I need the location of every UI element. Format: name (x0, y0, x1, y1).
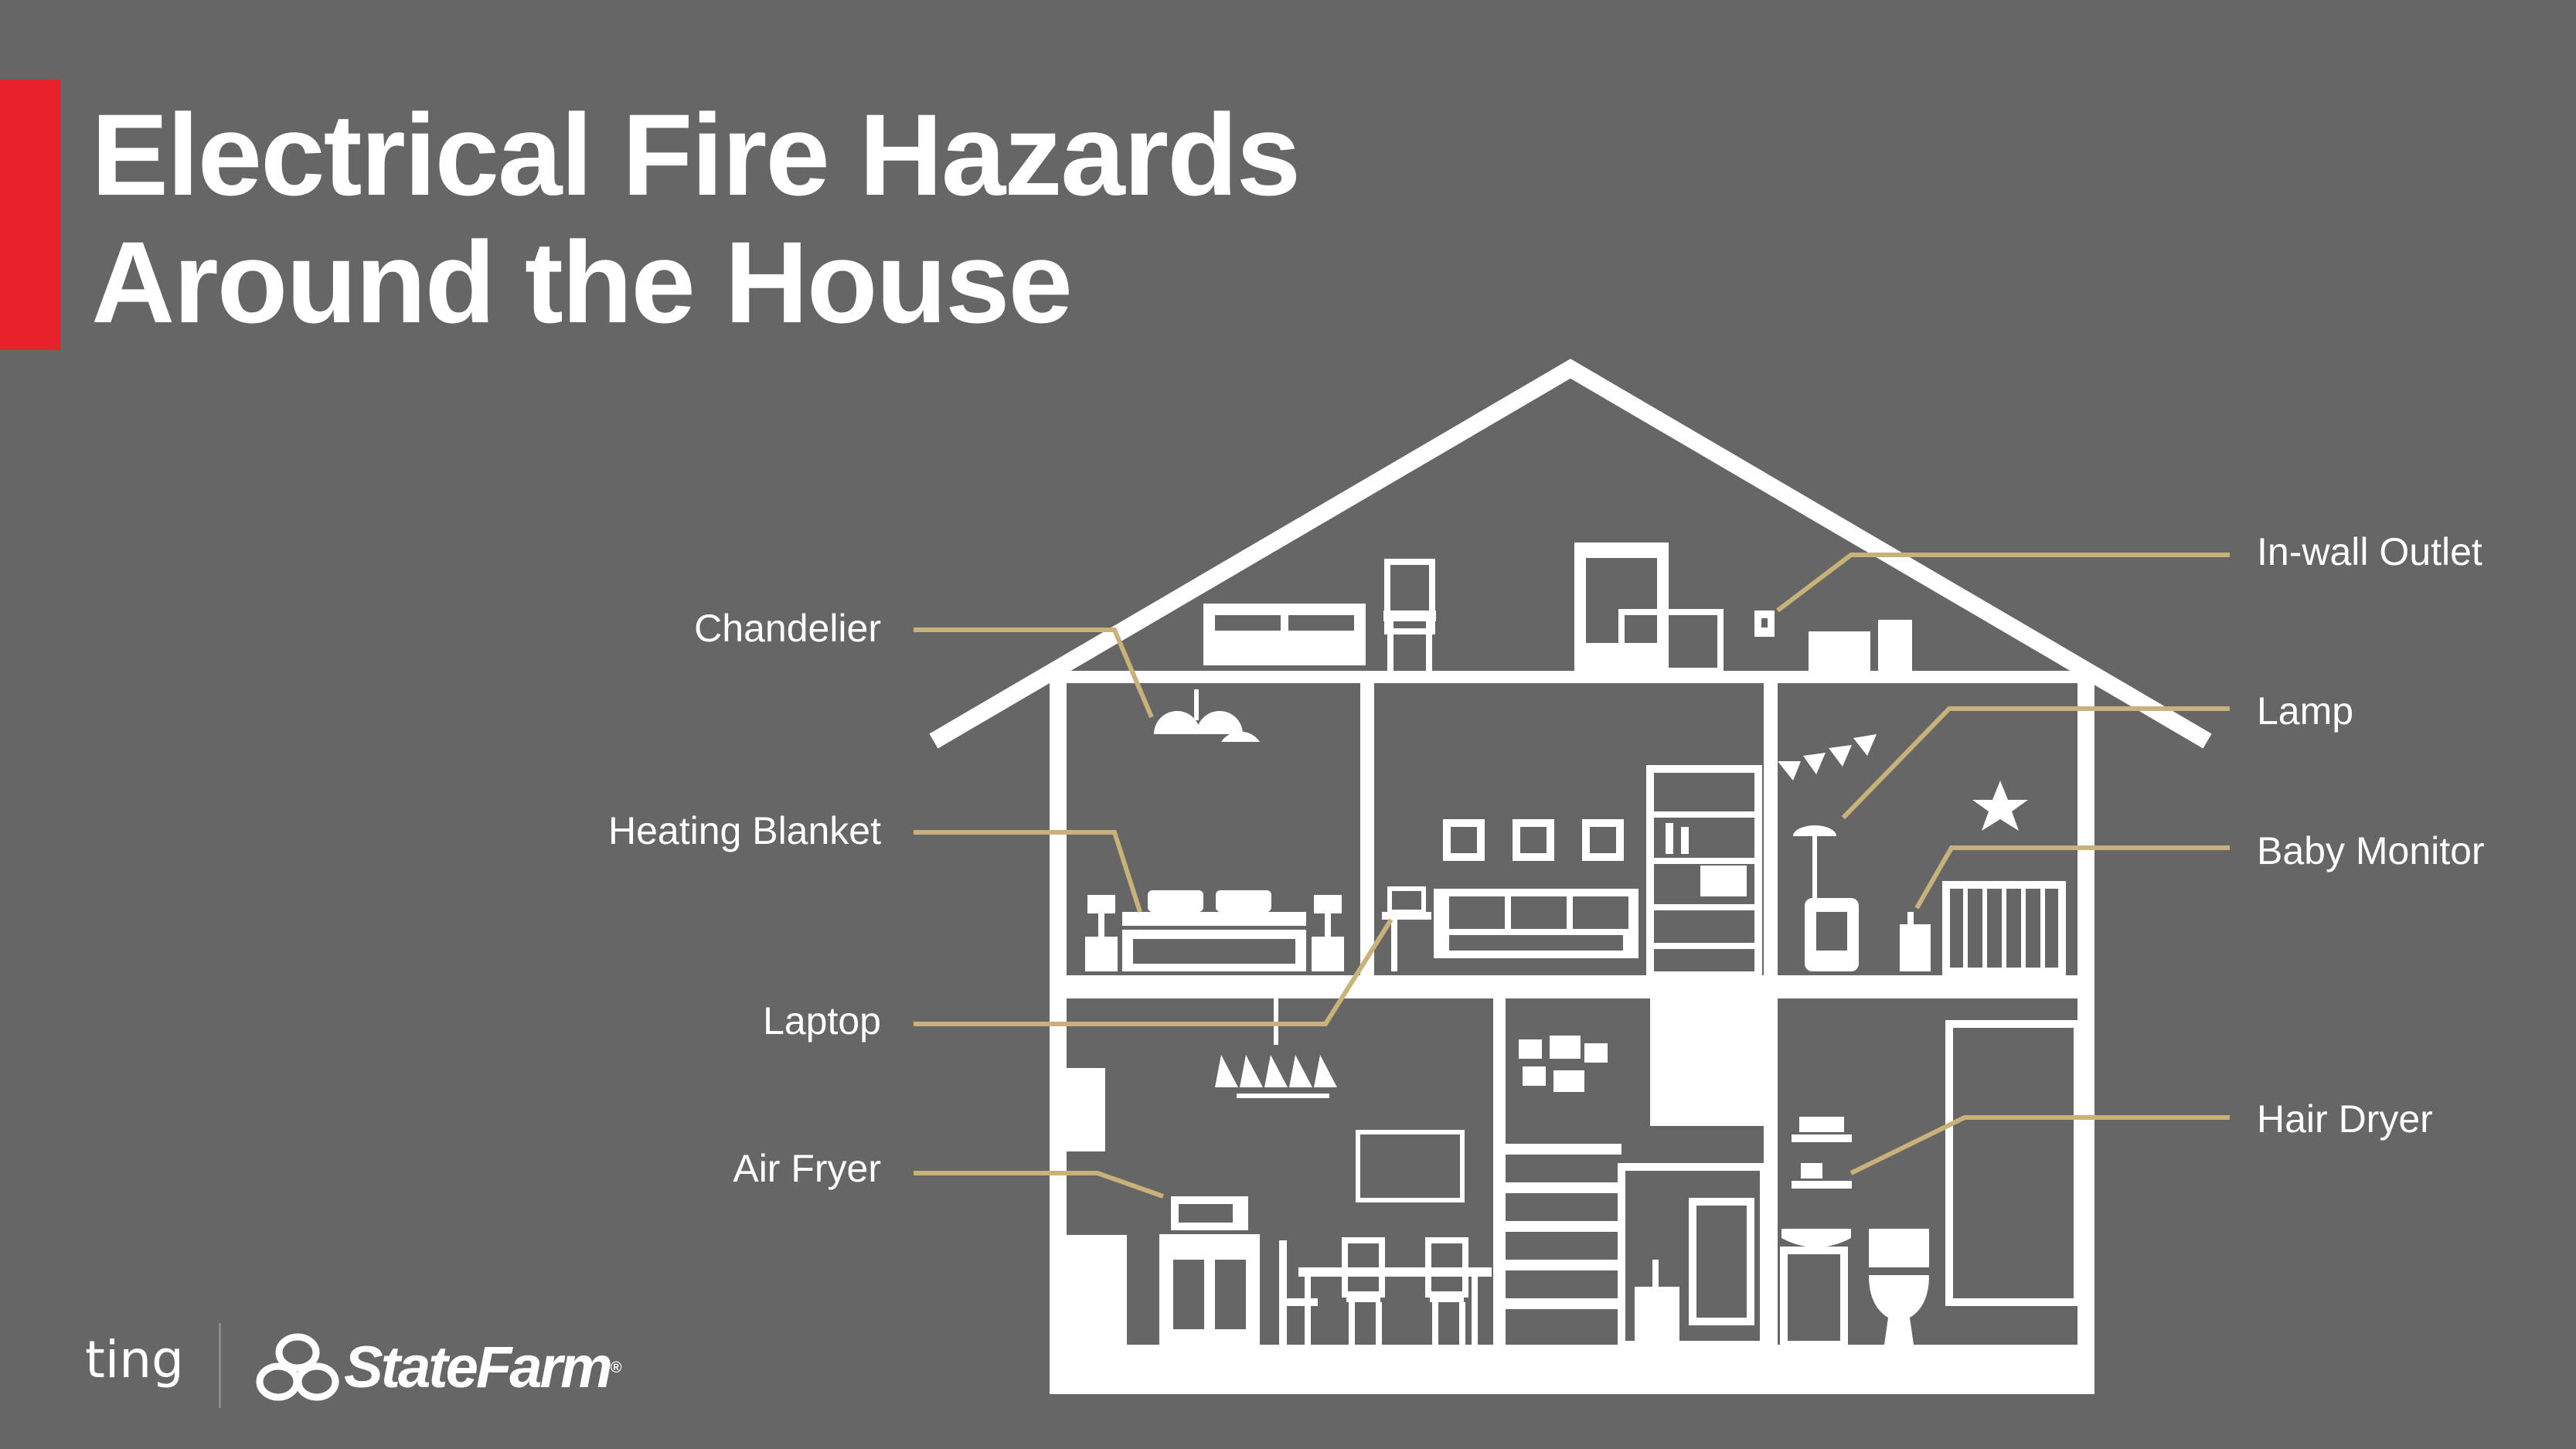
callout-label-laptop: Laptop (763, 999, 881, 1043)
leader-line-in-wall-outlet (1776, 553, 2230, 613)
callout-label-lamp: Lamp (2257, 689, 2354, 733)
callout-label-baby-monitor: Baby Monitor (2257, 829, 2485, 872)
leader-line-hair-dryer (1849, 1115, 2230, 1175)
callout-label-heating-blanket: Heating Blanket (607, 809, 881, 852)
statefarm-registered-mark: ® (610, 1359, 622, 1376)
callout-label-air-fryer: Air Fryer (733, 1147, 881, 1190)
kitchen-furniture (1067, 998, 1492, 1345)
house-structure (1050, 671, 2094, 1394)
title-line-1: Electrical Fire Hazards (91, 90, 1301, 219)
leader-lines (914, 553, 2230, 1199)
attic-furniture (1203, 543, 1912, 674)
stairwell (1506, 998, 1768, 1349)
ting-logo: ting (85, 1330, 184, 1389)
title-line-2: Around the House (91, 217, 1073, 347)
bathroom-furniture (1780, 1020, 2081, 1349)
callout-label-chandelier: Chandelier (694, 607, 881, 650)
roof-outline (929, 359, 2212, 749)
statefarm-wordmark: StateFarm® (344, 1334, 621, 1402)
callout-label-hair-dryer: Hair Dryer (2257, 1097, 2433, 1141)
nursery-furniture (1778, 734, 2066, 975)
leader-line-heating-blanket (914, 830, 1142, 913)
leader-line-laptop (914, 918, 1393, 1026)
bedroom-furniture (1085, 689, 1344, 971)
leader-line-baby-monitor (1914, 845, 2230, 910)
page-title: Electrical Fire Hazards Around the House (91, 90, 1301, 347)
statefarm-name: StateFarm (344, 1335, 613, 1400)
statefarm-logo: StateFarm® (255, 1329, 657, 1406)
leader-line-lamp (1841, 706, 2230, 820)
logo-divider (219, 1323, 221, 1408)
leader-line-chandelier (914, 628, 1154, 719)
statefarm-ovals-icon (256, 1333, 339, 1401)
callout-label-in-wall-outlet: In-wall Outlet (2257, 530, 2482, 573)
living-room-furniture (1382, 765, 1762, 979)
title-accent-bar (0, 80, 60, 350)
leader-line-air-fryer (914, 1171, 1164, 1199)
